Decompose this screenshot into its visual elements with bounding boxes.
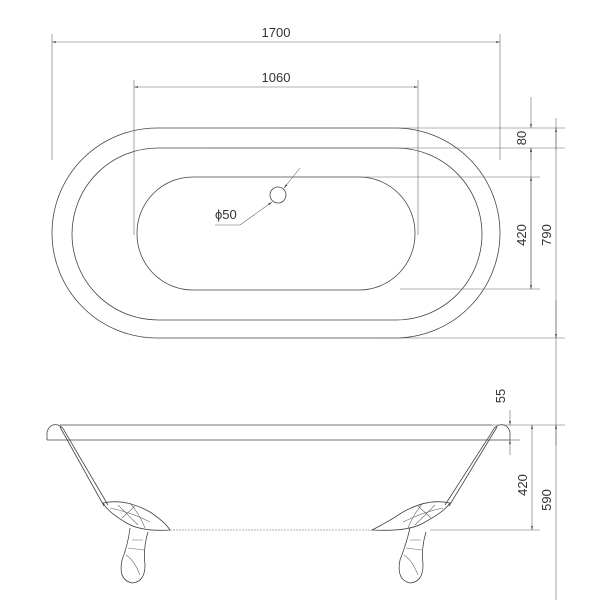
height-dimensions: 55 420 590 [430,389,565,531]
length-dimensions: 1700 1060 [51,25,501,235]
rim-height-label: 55 [493,389,508,403]
basin [136,176,416,291]
tub-depth-label: 420 [515,474,530,496]
inner-length-label: 1060 [262,70,291,85]
side-view [46,424,511,584]
left-claw-foot [102,501,171,584]
overall-width-label: 790 [539,224,554,246]
inner-rim [71,147,483,321]
top-view: ϕ50 [51,127,501,339]
drain-hole [269,186,287,204]
right-claw-foot [370,501,451,584]
width-dimensions: 80 420 790 [210,97,565,600]
overall-height-label: 590 [539,489,554,511]
outer-rim [51,127,501,339]
inner-width-label: 420 [514,224,529,246]
drain-diameter-label: ϕ50 [215,207,237,222]
rim-width-label: 80 [514,131,529,145]
overall-length-label: 1700 [262,25,291,40]
